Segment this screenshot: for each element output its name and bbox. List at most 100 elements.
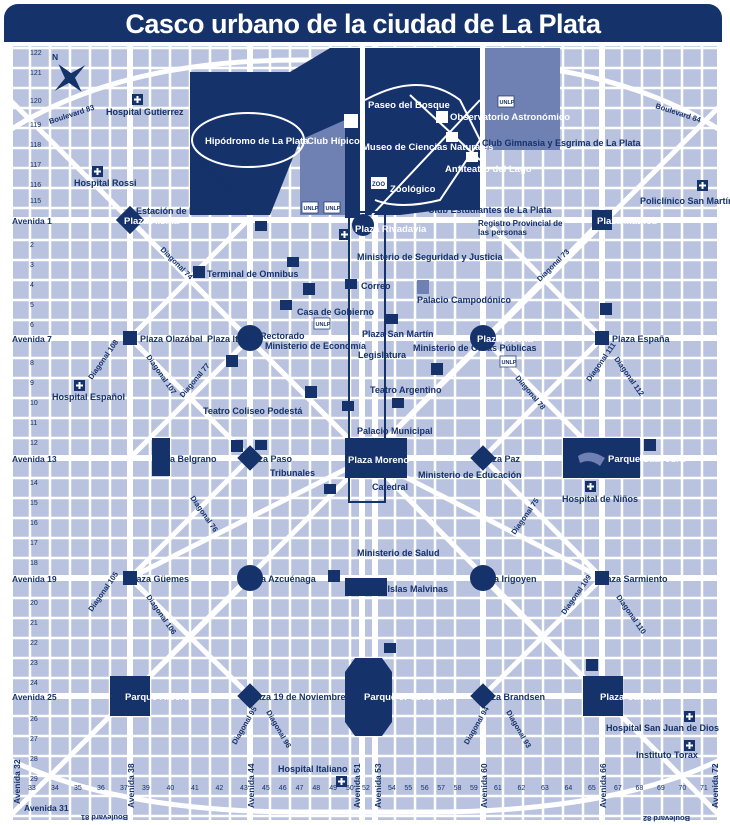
street-number-label: 33 <box>28 785 36 792</box>
ministerio-salud-label[interactable]: Ministerio de Salud <box>357 548 440 558</box>
hospital-gutierrez-label[interactable]: Hospital Gutierrez <box>106 107 184 117</box>
rectorado-label[interactable]: Rectorado <box>260 331 305 341</box>
plaza-espana-label[interactable]: Plaza España <box>612 334 671 344</box>
plaza-azcuenaga-shape <box>237 565 263 591</box>
ministerio-seguridad-label[interactable]: Ministerio de Seguridad y Justicia <box>357 252 504 262</box>
registro-label[interactable]: Registro Provincial de las personas <box>478 219 563 237</box>
hotel-icon <box>255 440 267 450</box>
hospital-italiano-label[interactable]: Hospital Italiano <box>278 764 348 774</box>
hospital-san-juan-label[interactable]: Hospital San Juan de Dios <box>606 723 719 733</box>
ministerio-educacion-label[interactable]: Ministerio de Educación <box>418 470 522 480</box>
estacion-ferrocarril-label[interactable]: Estación de Ferrocarril <box>136 206 234 216</box>
hospital-rossi-label[interactable]: Hospital Rossi <box>74 178 137 188</box>
plaza-guemes-label[interactable]: Plaza Güemes <box>128 574 189 584</box>
ministerio-economia-label[interactable]: Ministerio de Economía <box>265 341 367 351</box>
plaza-rivadavia-shape <box>352 214 374 236</box>
hospital-icon <box>132 94 143 105</box>
policlinico-label[interactable]: Policlínico San Martín <box>640 196 730 206</box>
anfiteatro-label[interactable]: Anfiteatro del Lago <box>445 164 532 175</box>
street-number-label: 116 <box>30 182 41 189</box>
church-icon <box>586 659 598 671</box>
plaza-azcuenaga-label[interactable]: Plaza Azcuénaga <box>243 574 317 584</box>
hotel-icon <box>324 484 336 494</box>
unlp-badge <box>499 355 517 368</box>
unlp-badge-text: UNLP <box>500 100 515 106</box>
observatorio-label[interactable]: Observatorio Astronómico <box>450 112 570 123</box>
plaza-moreno-label[interactable]: Plaza Moreno <box>348 455 409 466</box>
plaza-paso-label[interactable]: Plaza Paso <box>245 454 293 464</box>
terminal-omnibus-label[interactable]: Terminal de Omnibus <box>207 269 298 279</box>
club-estudiantes-label[interactable]: Club Estudiantes de La Plata <box>428 205 553 215</box>
paseo-del-bosque[interactable] <box>190 48 560 218</box>
club-gimnasia-label[interactable]: Club Gimnasia y Esgrima de La Plata <box>482 138 642 148</box>
street-number-label: 67 <box>614 785 622 792</box>
zoologico-label[interactable]: Zoológico <box>390 184 436 195</box>
church-icon <box>303 283 315 295</box>
street-number-label: 17 <box>30 540 38 547</box>
parque-vucetich-label[interactable]: Parque J. Vucetich <box>364 692 449 703</box>
plaza-labels: Plaza Alsina Plaza Matheu Plaza Olazábal… <box>124 216 686 703</box>
museo-label[interactable]: Museo de Ciencias Naturales <box>362 142 493 153</box>
catedral-label[interactable]: Catedral <box>372 482 408 492</box>
street-number-label: 12 <box>30 440 38 447</box>
place-labels: Hipódromo de La Plata Club Hípico Paseo … <box>52 100 730 774</box>
teatro-coliseo-label[interactable]: Teatro Coliseo Podestá <box>203 406 303 416</box>
parque-saavedra-label[interactable]: Parque Saavedra <box>608 454 686 465</box>
plaza-19-noviembre-label[interactable]: Plaza 19 de Noviembre <box>248 692 346 702</box>
compass-north-label: N <box>52 52 58 62</box>
street-number-label: 22 <box>30 640 38 647</box>
palacio-municipal-label[interactable]: Palacio Municipal <box>357 426 433 436</box>
plaza-paz-label[interactable]: Plaza Paz <box>479 454 521 464</box>
map-title: Casco urbano de la ciudad de La Plata <box>4 4 722 42</box>
instituto-torax-label[interactable]: Instituto Torax <box>636 750 698 760</box>
plaza-irigoyen-label[interactable]: Plaza Irigoyen <box>476 574 537 584</box>
ministerio-obras-label[interactable]: Ministerio de Obras Públicas <box>413 343 537 353</box>
hipodromo-label[interactable]: Hipódromo de La Plata <box>205 136 309 147</box>
hospital-icon <box>697 180 708 191</box>
plaza-matheu-label[interactable]: Plaza Matheu <box>597 216 657 227</box>
plaza-san-martin-label[interactable]: Plaza San Martín <box>362 329 434 339</box>
paseo-bosque-label[interactable]: Paseo del Bosque <box>368 100 450 111</box>
plazas <box>110 205 640 736</box>
plaza-brandsen-label[interactable]: Plaza Brandsen <box>478 692 545 702</box>
hospital-ninos-label[interactable]: Hospital de Niños <box>562 494 638 504</box>
hospital-espanol-label[interactable]: Hospital Español <box>52 392 125 402</box>
plaza-brandsen-shape <box>470 683 496 709</box>
street-number-label: 6 <box>30 322 34 329</box>
hospital-icon <box>684 740 695 751</box>
plaza-malvinas-label[interactable]: Plaza Islas Malvinas <box>362 584 448 594</box>
plaza-sarmiento-label[interactable]: Plaza Sarmiento <box>598 574 668 584</box>
unlp-badge <box>323 201 341 214</box>
plaza-alsina-label[interactable]: Plaza Alsina <box>124 216 180 227</box>
avenue-19-label: Avenida 19 <box>12 574 57 584</box>
palacio-campodonico-label[interactable]: Palacio Campodónico <box>417 295 512 305</box>
street-number-label: 64 <box>565 785 573 792</box>
plaza-rivadavia-label[interactable]: Plaza Rivadavia <box>355 224 427 235</box>
street-number-label: 54 <box>388 785 396 792</box>
club-hipico-label[interactable]: Club Hípico <box>307 136 360 147</box>
hospital-icon <box>684 711 695 722</box>
unlp-badge-text: UNLP <box>316 322 331 328</box>
plaza-castelli-label[interactable]: Plaza Castelli <box>600 692 661 703</box>
monument-icon <box>600 303 612 315</box>
plaza-paso-shape <box>237 445 263 471</box>
street-number-label: 115 <box>30 198 41 205</box>
teatro-argentino-label[interactable]: Teatro Argentino <box>370 385 442 395</box>
street-number-label: 56 <box>421 785 429 792</box>
parque-alberti-label[interactable]: Parque Alberti <box>125 692 190 703</box>
avenue-31-label: Avenida 31 <box>24 803 69 813</box>
plaza-olazabal-label[interactable]: Plaza Olazábal <box>140 334 203 344</box>
street-number-label: 62 <box>518 785 526 792</box>
plaza-rocha-label[interactable]: Plaza Rocha <box>477 334 534 345</box>
correo-label[interactable]: Correo <box>361 281 391 291</box>
bus-icon <box>193 266 205 278</box>
street-number-label: 21 <box>30 620 38 627</box>
plaza-italia-label[interactable]: Plaza Italia <box>207 334 254 344</box>
casa-gobierno-label[interactable]: Casa de Gobierno <box>297 307 375 317</box>
eje-civico <box>348 211 386 503</box>
street-number-label: 117 <box>30 162 41 169</box>
legislatura-label[interactable]: Legislatura <box>358 350 407 360</box>
plaza-belgrano-label[interactable]: Plaza Belgrano <box>152 454 217 464</box>
tribunales-label[interactable]: Tribunales <box>270 468 315 478</box>
